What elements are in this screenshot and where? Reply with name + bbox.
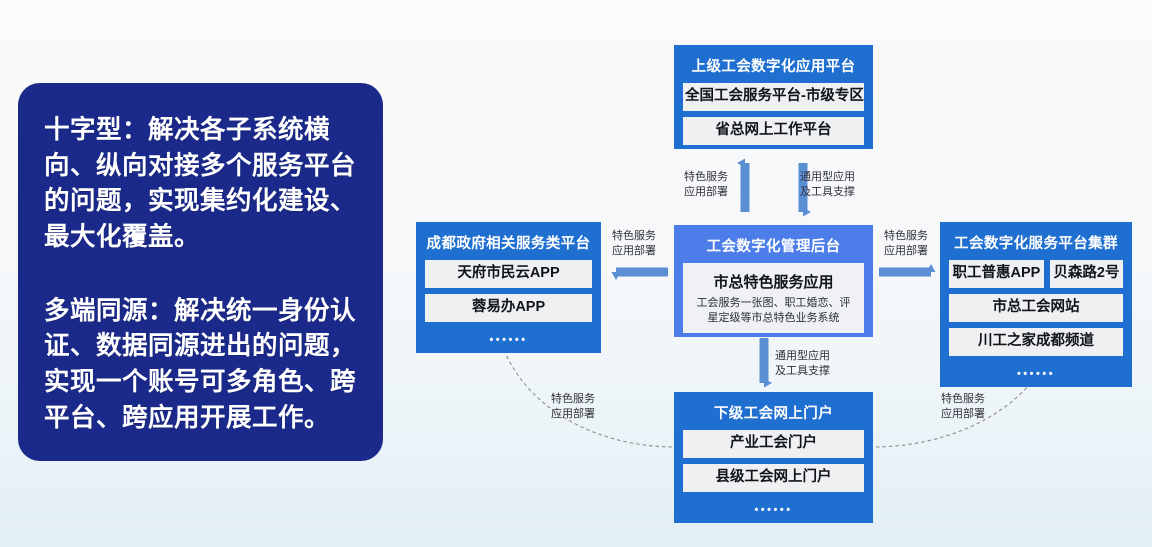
arrow-label-center-to-right: 特色服务 应用部署 xyxy=(884,230,928,257)
node-union-digital-admin-backend[interactable]: 工会数字化管理后台 市总特色服务应用 工会服务一张图、职工婚恋、评星定级等市总特… xyxy=(674,225,873,337)
node-lower-item-industry-union-portal[interactable]: 产业工会门户 xyxy=(683,430,864,458)
node-right-ellipsis-dots: •••••• xyxy=(1016,367,1056,380)
node-left-title: 成都政府相关服务类平台 xyxy=(426,236,591,252)
node-union-service-platform-cluster[interactable]: 工会数字化服务平台集群 职工普惠APP 贝森路2号 市总工会网站 川工之家成都频… xyxy=(940,222,1132,387)
node-upper-item-national-service-zone[interactable]: 全国工会服务平台-市级专区 xyxy=(683,83,864,111)
arrow-label-lower-to-right: 特色服务 应用部署 xyxy=(941,393,985,420)
node-right-item-city-union-website[interactable]: 市总工会网站 xyxy=(949,293,1123,322)
arrow-label-down-from-upper: 通用型应用 及工具支撑 xyxy=(800,171,855,198)
node-right-item-worker-benefit-app[interactable]: 职工普惠APP xyxy=(949,260,1044,288)
node-left-item-tianfu-citizen-cloud-app[interactable]: 天府市民云APP xyxy=(425,260,592,288)
arrow-label-center-to-lower: 通用型应用 及工具支撑 xyxy=(775,350,830,377)
node-center-subcard-title: 市总特色服务应用 xyxy=(713,274,834,291)
note-paragraph-multi-endpoint: 多端同源：解决统一身份认证、数据同源进出的问题，实现一个账号可多角色、跨平台、跨… xyxy=(44,296,357,432)
node-lower-item-county-union-portal[interactable]: 县级工会网上门户 xyxy=(683,463,864,492)
node-right-title: 工会数字化服务平台集群 xyxy=(954,236,1118,252)
node-upper-item-provincial-platform[interactable]: 省总网上工作平台 xyxy=(683,116,864,145)
node-upper-title: 上级工会数字化应用平台 xyxy=(691,59,856,75)
note-paragraph-cross-type: 十字型：解决各子系统横向、纵向对接多个服务平台的问题，实现集约化建设、最大化覆盖… xyxy=(44,116,357,252)
node-center-subcard[interactable]: 市总特色服务应用 工会服务一张图、职工婚恋、评星定级等市总特色业务系统 xyxy=(683,263,864,333)
arrow-label-center-to-left: 特色服务 应用部署 xyxy=(612,230,656,257)
node-left-ellipsis-dots: •••••• xyxy=(489,333,528,346)
node-lower-title: 下级工会网上门户 xyxy=(713,406,834,422)
node-right-chip-row: 职工普惠APP 贝森路2号 xyxy=(949,260,1123,288)
explanatory-note-panel: 十字型：解决各子系统横向、纵向对接多个服务平台的问题，实现集约化建设、最大化覆盖… xyxy=(18,83,383,461)
node-lower-union-web-portal[interactable]: 下级工会网上门户 产业工会门户 县级工会网上门户 •••••• xyxy=(674,392,873,523)
node-right-item-chuangong-chengdu-channel[interactable]: 川工之家成都频道 xyxy=(949,327,1123,356)
node-lower-ellipsis-dots: •••••• xyxy=(754,503,793,516)
node-left-item-rongyiban-app[interactable]: 蓉易办APP xyxy=(425,293,592,322)
node-upper-union-platform[interactable]: 上级工会数字化应用平台 全国工会服务平台-市级专区 省总网上工作平台 xyxy=(674,45,873,149)
node-center-title: 工会数字化管理后台 xyxy=(706,239,841,255)
node-center-subcard-description: 工会服务一张图、职工婚恋、评星定级等市总特色业务系统 xyxy=(696,297,851,324)
arrow-label-up-to-upper: 特色服务 应用部署 xyxy=(684,171,728,198)
arrow-label-lower-to-left: 特色服务 应用部署 xyxy=(551,393,595,420)
node-chengdu-gov-platforms[interactable]: 成都政府相关服务类平台 天府市民云APP 蓉易办APP •••••• xyxy=(416,222,601,353)
node-right-item-beisenlu-no2[interactable]: 贝森路2号 xyxy=(1049,260,1123,288)
